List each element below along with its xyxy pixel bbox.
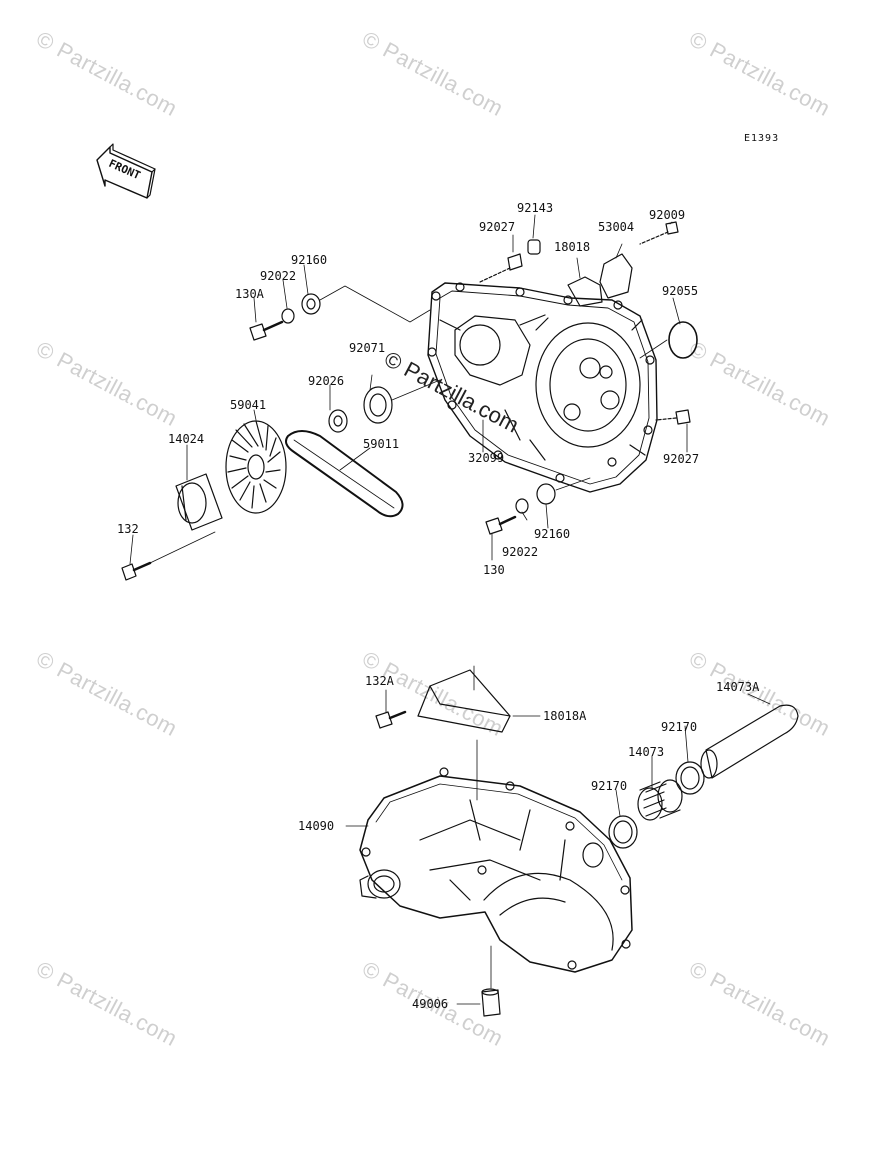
- bracket-18018: [567, 276, 603, 307]
- clamp-92170-lower: [608, 815, 638, 849]
- part-label-18018A[interactable]: 18018A: [543, 709, 587, 723]
- inner-cover-32099: [427, 282, 658, 493]
- bolt-92009: [639, 221, 679, 245]
- cover-plate-14024: [175, 473, 223, 531]
- part-label-92160[interactable]: 92160: [534, 527, 571, 541]
- part-label-92170[interactable]: 92170: [661, 720, 698, 734]
- part-label-59011[interactable]: 59011: [363, 437, 400, 451]
- bolt-92027-top: [507, 253, 523, 271]
- washer-92022-top: [281, 308, 295, 324]
- bolt-132: [121, 531, 216, 581]
- part-label-92071[interactable]: 92071: [349, 341, 386, 355]
- bolt-130A: [249, 320, 284, 341]
- part-label-32099[interactable]: 32099: [468, 451, 505, 465]
- grommet-92160-bottom: [536, 483, 556, 505]
- part-label-92143[interactable]: 92143: [517, 201, 554, 215]
- washer-92026: [328, 409, 348, 433]
- collar-92143: [527, 239, 541, 255]
- part-label-14073A[interactable]: 14073A: [716, 680, 760, 694]
- part-label-92055[interactable]: 92055: [662, 284, 699, 298]
- part-label-53004[interactable]: 53004: [598, 220, 635, 234]
- duct-14073: [637, 779, 683, 821]
- bolt-130: [485, 515, 517, 535]
- part-label-18018[interactable]: 18018: [554, 240, 591, 254]
- part-label-49006[interactable]: 49006: [412, 997, 449, 1011]
- bolt-92027-right: [675, 409, 691, 425]
- part-label-14024[interactable]: 14024: [168, 432, 205, 446]
- washer-92022-bottom: [515, 498, 529, 514]
- front-arrow-icon: [96, 143, 156, 199]
- bracket-18018A: [417, 669, 511, 733]
- part-label-92009[interactable]: 92009: [649, 208, 686, 222]
- part-label-92026[interactable]: 92026: [308, 374, 345, 388]
- part-label-130[interactable]: 130: [483, 563, 505, 577]
- part-label-130A[interactable]: 130A: [235, 287, 264, 301]
- part-label-92022[interactable]: 92022: [260, 269, 297, 283]
- bracket-53004: [599, 253, 633, 299]
- part-label-14090[interactable]: 14090: [298, 819, 335, 833]
- part-label-92160[interactable]: 92160: [291, 253, 328, 267]
- part-label-92027[interactable]: 92027: [663, 452, 700, 466]
- part-label-132A[interactable]: 132A: [365, 674, 394, 688]
- part-label-59041[interactable]: 59041: [230, 398, 267, 412]
- part-label-14073[interactable]: 14073: [628, 745, 665, 759]
- grommet-92160-top: [301, 293, 321, 315]
- seal-92071: [363, 386, 393, 424]
- drain-fitting-49006: [481, 988, 501, 1017]
- diagram-id: E1393: [744, 133, 780, 144]
- part-label-132[interactable]: 132: [117, 522, 139, 536]
- part-label-92022[interactable]: 92022: [502, 545, 539, 559]
- part-label-92027[interactable]: 92027: [479, 220, 516, 234]
- o-ring-92055: [668, 321, 698, 359]
- drive-belt-59011: [285, 430, 404, 518]
- cooling-fan-59041: [225, 420, 287, 514]
- bolt-132A: [375, 710, 407, 729]
- part-label-92170[interactable]: 92170: [591, 779, 628, 793]
- outer-cover-14090: [359, 767, 633, 973]
- clamp-92170-upper: [675, 761, 705, 795]
- duct-14073A: [700, 704, 799, 779]
